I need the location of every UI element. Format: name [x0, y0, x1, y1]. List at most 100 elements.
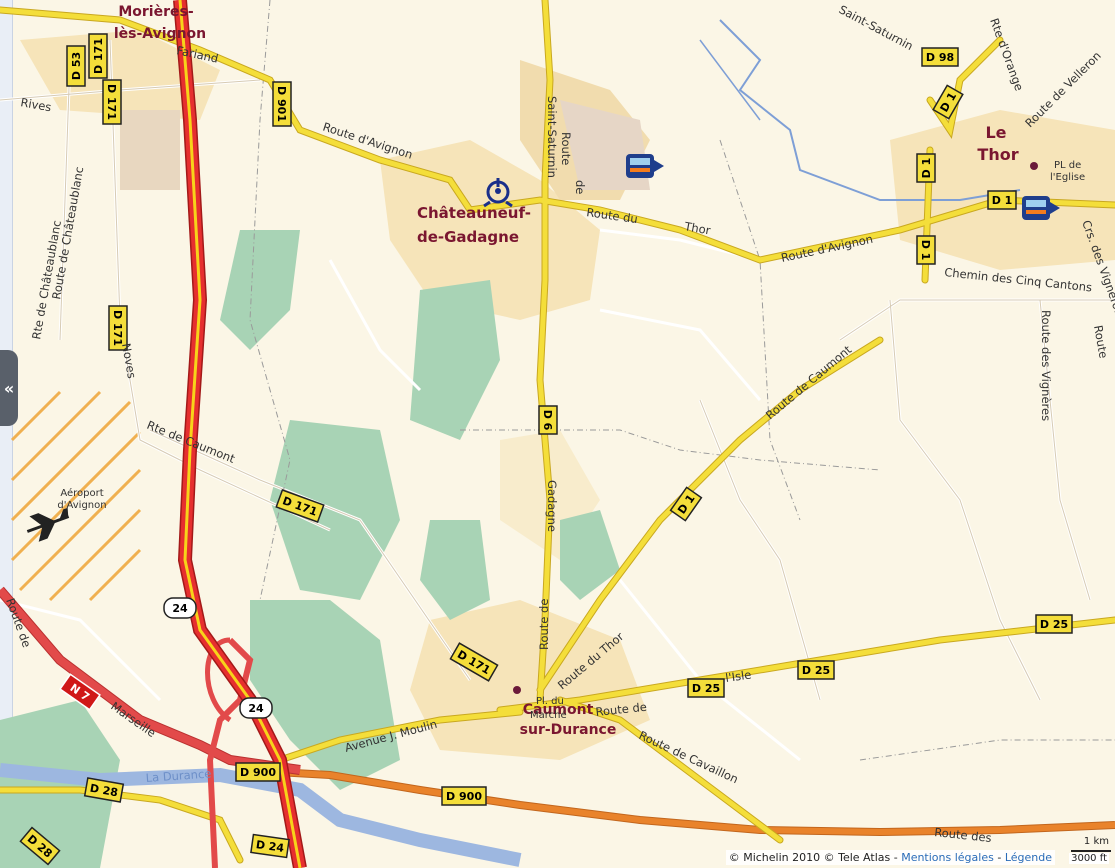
legend-link[interactable]: Légende	[1004, 851, 1052, 864]
road-d900	[239, 766, 1115, 837]
badge-d1-e: D 1	[669, 486, 703, 522]
motorway-a7	[173, 0, 307, 868]
road-n7	[0, 586, 301, 868]
badge-d901: D 901	[272, 81, 292, 127]
svg-text:D 1: D 1	[920, 158, 933, 179]
badge-d171-b: D 171	[102, 79, 122, 125]
svg-text:Route de Velleron: Route de Velleron	[1022, 49, 1104, 131]
svg-text:D 171: D 171	[105, 84, 118, 120]
svg-text:D 1: D 1	[992, 194, 1013, 207]
svg-text:Noves: Noves	[119, 342, 139, 379]
town-caumont-1: Caumont	[523, 702, 594, 718]
svg-text:D 171: D 171	[111, 310, 124, 346]
left-panel-edge	[0, 0, 13, 868]
badge-d53: D 53	[66, 45, 86, 87]
svg-text:Route des: Route des	[934, 825, 993, 845]
chevron-left-icon: «	[3, 378, 15, 398]
svg-text:Gadagne: Gadagne	[545, 480, 559, 532]
svg-text:Route des Vignères: Route des Vignères	[1039, 310, 1053, 421]
svg-text:D 25: D 25	[1040, 618, 1068, 631]
svg-text:D 900: D 900	[446, 790, 482, 803]
svg-text:PL de: PL de	[1054, 160, 1081, 171]
scale-km: 1 km	[1083, 836, 1109, 847]
svg-text:La Durance: La Durance	[145, 766, 212, 785]
badge-d171-c: D 171	[108, 305, 128, 351]
town-caumont-2: sur-Durance	[520, 722, 617, 738]
svg-text:Marché: Marché	[530, 709, 567, 721]
svg-text:D 28: D 28	[89, 782, 119, 800]
svg-text:Route de: Route de	[595, 700, 648, 719]
svg-text:Thor: Thor	[682, 219, 711, 238]
legal-mentions-link[interactable]: Mentions légales	[901, 851, 994, 864]
collapse-panel-button[interactable]: «	[0, 350, 18, 426]
copyright-michelin: © Michelin 2010	[728, 851, 821, 864]
town-chateauneuf-2: de-Gadagne	[417, 228, 519, 246]
svg-text:D 6: D 6	[541, 410, 554, 431]
svg-text:D 901: D 901	[275, 86, 288, 122]
train-station-icon[interactable]	[626, 154, 664, 178]
svg-text:D 98: D 98	[926, 51, 954, 64]
svg-text:Rives: Rives	[19, 95, 52, 114]
svg-text:D 25: D 25	[692, 682, 720, 695]
svg-text:D 25: D 25	[802, 664, 830, 677]
scale-line	[1071, 850, 1111, 852]
landmark-icon[interactable]	[483, 178, 513, 208]
svg-text:Route: Route	[559, 132, 573, 165]
badge-e24-a: 24	[163, 597, 197, 619]
badge-d98: D 98	[921, 47, 959, 67]
copyright-bar: © Michelin 2010 © Tele Atlas - Mentions …	[725, 850, 1055, 865]
svg-text:24: 24	[172, 602, 188, 615]
svg-text:D 53: D 53	[70, 52, 83, 80]
svg-text:Route de Cavaillon: Route de Cavaillon	[637, 728, 741, 786]
train-station-icon[interactable]	[1022, 196, 1060, 220]
svg-text:Rte d'Orange: Rte d'Orange	[987, 16, 1026, 92]
badge-d900-b: D 900	[441, 786, 487, 806]
badge-d25-b: D 25	[797, 660, 835, 680]
pl-eglise-dot	[1030, 162, 1038, 170]
town-labels: Châteauneuf- de-Gadagne Le Thor Caumont …	[114, 4, 1019, 738]
town-morieres-2: lès-Avignon	[114, 26, 206, 42]
svg-text:Saint-Saturnin: Saint-Saturnin	[837, 2, 916, 53]
svg-text:de: de	[573, 180, 587, 194]
svg-text:Pl. du: Pl. du	[536, 696, 564, 707]
badge-e24-b: 24	[239, 697, 273, 719]
badge-d24: D 24	[250, 833, 290, 859]
town-chateauneuf-1: Châteauneuf-	[417, 204, 531, 222]
svg-text:l'Eglise: l'Eglise	[1050, 172, 1085, 183]
airport-zone	[10, 390, 142, 602]
svg-text:D 1: D 1	[919, 240, 932, 261]
road-badges: D 53 D 171 D 171 D 171 D 171 D 171	[19, 33, 1073, 866]
town-le-thor-1: Le	[985, 123, 1006, 142]
town-morieres-1: Morières-	[118, 4, 193, 20]
place-points: PL de l'Eglise Pl. du Marché Aéroport d'…	[57, 160, 1085, 721]
badge-d28-a: D 28	[83, 777, 125, 803]
forest-areas	[0, 230, 620, 868]
badge-d25-a: D 25	[687, 678, 725, 698]
badge-d1-a: D 1	[932, 84, 964, 120]
svg-text:Route: Route	[1091, 324, 1111, 359]
svg-text:D 171: D 171	[92, 38, 105, 74]
svg-text:Route de Caumont: Route de Caumont	[763, 342, 855, 422]
badge-d1-b: D 1	[916, 153, 936, 183]
svg-text:Route du: Route du	[586, 205, 639, 226]
svg-text:Saint-Saturnin: Saint-Saturnin	[545, 96, 559, 178]
badge-d171-a: D 171	[88, 33, 108, 79]
badge-d25-c: D 25	[1035, 614, 1073, 634]
airplane-icon	[26, 507, 70, 542]
pl-marche-dot	[513, 686, 521, 694]
badge-d900-a: D 900	[235, 762, 281, 782]
scale-ft: 3000 ft	[1069, 853, 1109, 864]
badge-d6: D 6	[538, 405, 558, 435]
svg-text:D 24: D 24	[255, 838, 285, 855]
svg-text:Chemin des Cinq Cantons: Chemin des Cinq Cantons	[944, 265, 1093, 294]
svg-text:l'Isle: l'Isle	[724, 667, 752, 684]
badge-d1-c: D 1	[987, 190, 1017, 210]
minor-roads-outline	[0, 39, 1115, 701]
badge-d1-d: D 1	[916, 235, 936, 265]
svg-text:Route d'Avignon: Route d'Avignon	[780, 232, 874, 265]
svg-text:D 900: D 900	[240, 766, 276, 779]
svg-text:d'Avignon: d'Avignon	[57, 500, 106, 511]
